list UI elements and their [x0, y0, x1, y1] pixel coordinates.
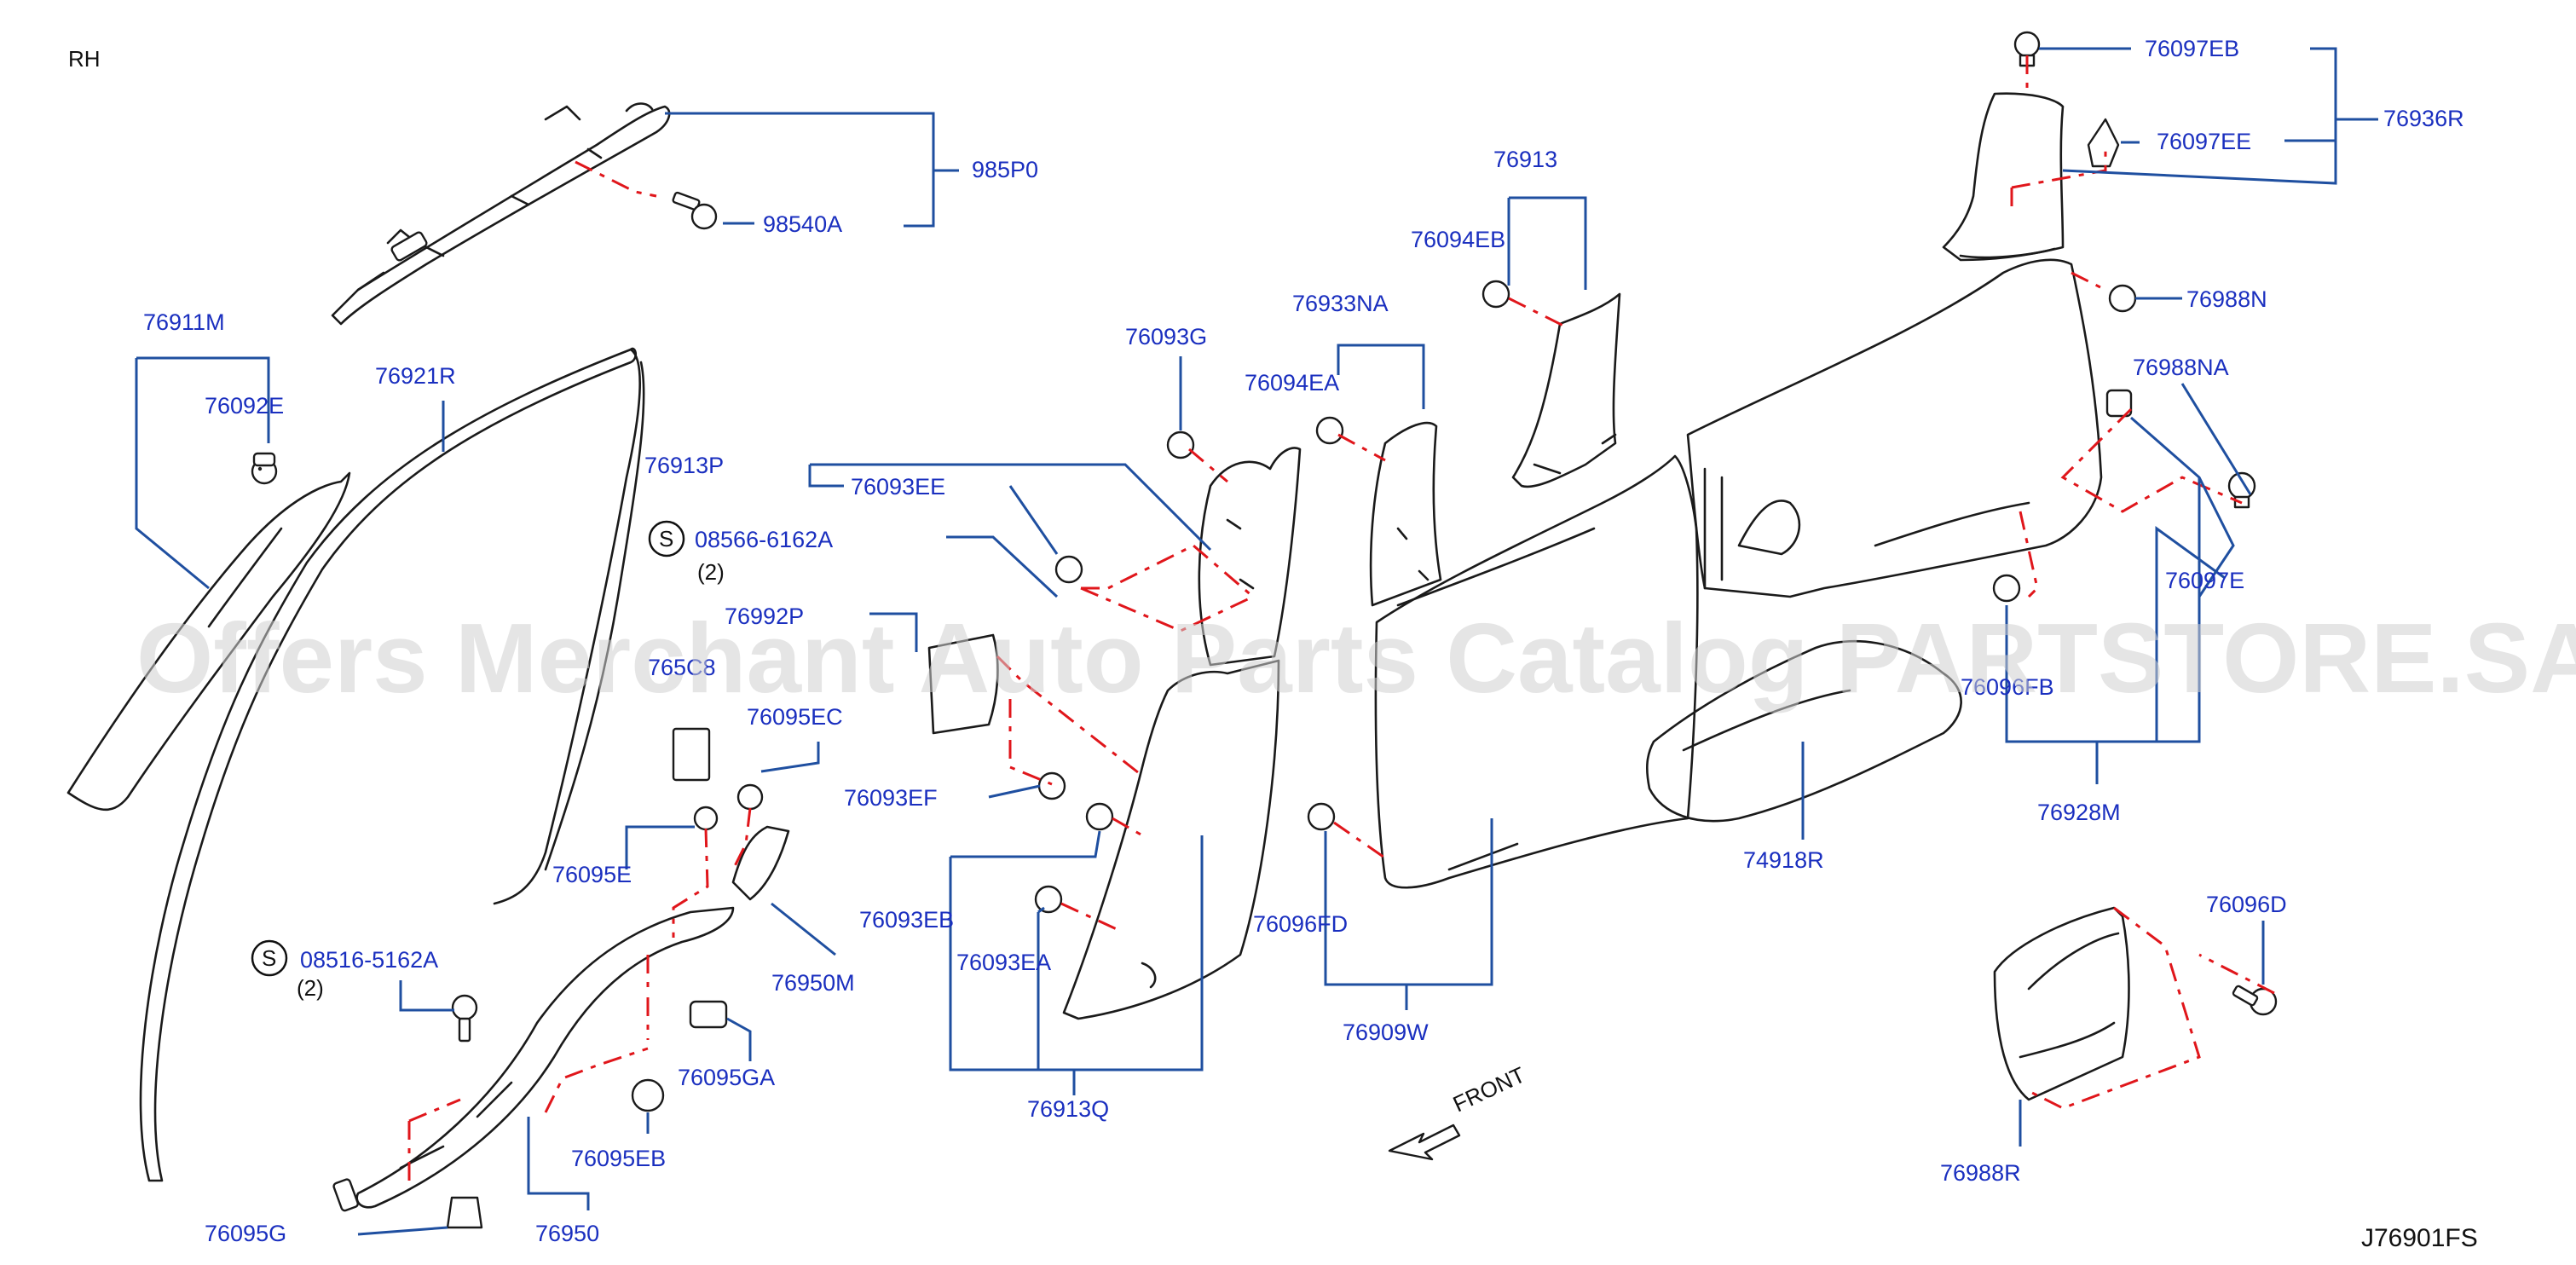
label-76913q[interactable]: 76913Q: [1027, 1096, 1109, 1122]
clip-76988na-icon: [2105, 389, 2133, 418]
callout-labels: 76097EB 76936R 76097EE 985P0 98540A 7691…: [143, 36, 2464, 1246]
clip-76093ea-icon: [1034, 885, 1063, 914]
clip-76095ga-icon: [689, 1000, 728, 1029]
label-76913p[interactable]: 76913P: [644, 453, 724, 478]
leader-lines: [135, 47, 2378, 1236]
a-pillar-garnish-part: [66, 452, 351, 812]
clip-76096fb-icon: [1992, 574, 2021, 603]
label-76988n[interactable]: 76988N: [2186, 286, 2267, 312]
label-76096fd[interactable]: 76096FD: [1253, 911, 1348, 937]
label-76097e[interactable]: 76097E: [2165, 568, 2244, 593]
screw-symbol-08566: S: [648, 520, 685, 557]
bolt-98540a-part: [672, 191, 718, 230]
label-76988r[interactable]: 76988R: [1940, 1160, 2021, 1186]
bolt-76096d-icon: [2232, 985, 2278, 1016]
b-pillar-upper-part: [1198, 447, 1302, 667]
clip-76094eb-icon: [1481, 280, 1510, 309]
label-76095e[interactable]: 76095E: [552, 862, 632, 887]
clip-76092e-icon: [257, 466, 263, 471]
label-76928m[interactable]: 76928M: [2037, 800, 2121, 825]
label-76988na[interactable]: 76988NA: [2133, 355, 2229, 380]
clip-76095e-icon: [693, 806, 719, 831]
label-76097eb[interactable]: 76097EB: [2145, 36, 2239, 61]
label-76933na[interactable]: 76933NA: [1292, 291, 1389, 316]
front-direction-indicator: FRONT: [1388, 1061, 1529, 1161]
label-76921r[interactable]: 76921R: [375, 363, 456, 389]
label-76094ea[interactable]: 76094EA: [1245, 370, 1339, 396]
quantity-note-08566: (2): [697, 559, 725, 585]
clip-76093g-icon: [1166, 430, 1195, 459]
label-76097ee[interactable]: 76097EE: [2157, 129, 2251, 154]
wheelhouse-part: [1993, 906, 2130, 1101]
label-76095g[interactable]: 76095G: [205, 1221, 286, 1246]
label-765c8[interactable]: 765C8: [648, 655, 716, 680]
screw-symbol-label-2: S: [262, 945, 276, 971]
quantity-note-08516: (2): [297, 975, 324, 1001]
label-76096fb[interactable]: 76096FB: [1961, 674, 2054, 700]
side-trim-76909w-part: [1374, 454, 1699, 889]
clip-76095ec-icon: [736, 783, 764, 811]
b-pillar-lower-part: [1062, 659, 1280, 1020]
label-74918r[interactable]: 74918R: [1743, 847, 1824, 873]
label-76093ee[interactable]: 76093EE: [851, 474, 945, 500]
clip-76988n-icon: [2108, 284, 2137, 313]
clip-76093ee-icon: [1054, 555, 1083, 584]
kick-plate-part: [332, 906, 735, 1212]
label-76096d[interactable]: 76096D: [2206, 892, 2287, 917]
clip-76094ea-icon: [1315, 416, 1344, 445]
screw-08516-icon: [451, 994, 478, 1043]
curtain-airbag-part: [331, 102, 671, 326]
bracket-76992p-part: [927, 633, 999, 735]
front-label: FRONT: [1449, 1061, 1529, 1117]
label-76093ea[interactable]: 76093EA: [956, 950, 1051, 975]
fastener-clips: [257, 31, 2278, 1229]
step-rail-part: [731, 825, 790, 901]
side-label: RH: [68, 46, 101, 72]
clip-76093eb-icon: [1085, 802, 1114, 831]
clip-76096fd-icon: [1307, 802, 1336, 831]
label-76936r[interactable]: 76936R: [2383, 106, 2464, 131]
label-08516-5162a[interactable]: 08516-5162A: [300, 947, 438, 973]
label-76950m[interactable]: 76950M: [771, 970, 855, 996]
label-76950[interactable]: 76950: [535, 1221, 599, 1246]
relation-lines: [407, 55, 2275, 1185]
upper-trim-part: [1942, 92, 2065, 262]
quarter-trim-part: [1686, 258, 2103, 598]
label-76093eb[interactable]: 76093EB: [859, 907, 954, 933]
screw-symbol-label: S: [659, 526, 673, 552]
label-985p0[interactable]: 985P0: [972, 157, 1038, 182]
label-76093g[interactable]: 76093G: [1125, 324, 1207, 349]
weatherstrip-part: [139, 347, 645, 1182]
clip-76508-part: [672, 727, 711, 782]
label-08566-6162a[interactable]: 08566-6162A: [695, 527, 833, 552]
clip-76095eb-icon: [631, 1078, 665, 1112]
label-76992p[interactable]: 76992P: [725, 604, 804, 629]
label-76913[interactable]: 76913: [1493, 147, 1557, 172]
watermark-text: Offers Merchant Auto Parts Catalog PARTS…: [136, 603, 2576, 713]
label-76095ga[interactable]: 76095GA: [678, 1065, 775, 1090]
label-76092e[interactable]: 76092E: [205, 393, 284, 419]
label-76909w[interactable]: 76909W: [1343, 1020, 1429, 1045]
label-76095eb[interactable]: 76095EB: [571, 1146, 666, 1171]
label-76093ef[interactable]: 76093EF: [844, 785, 938, 811]
label-76911m[interactable]: 76911M: [143, 309, 225, 335]
label-76094eb[interactable]: 76094EB: [1411, 227, 1505, 252]
clip-76093ef-icon: [1037, 771, 1066, 800]
clip-76097ee-icon: [2087, 118, 2120, 168]
screw-symbol-08516: S: [251, 939, 288, 977]
label-76095ec[interactable]: 76095EC: [747, 704, 843, 730]
clip-76095g-icon: [446, 1196, 483, 1229]
drawing-code: J76901FS: [2361, 1224, 2478, 1252]
label-98540a[interactable]: 98540A: [763, 211, 842, 237]
d-pillar-part: [1511, 292, 1621, 488]
floor-mat-part: [1645, 639, 1962, 823]
c-pillar-part: [1369, 421, 1442, 607]
